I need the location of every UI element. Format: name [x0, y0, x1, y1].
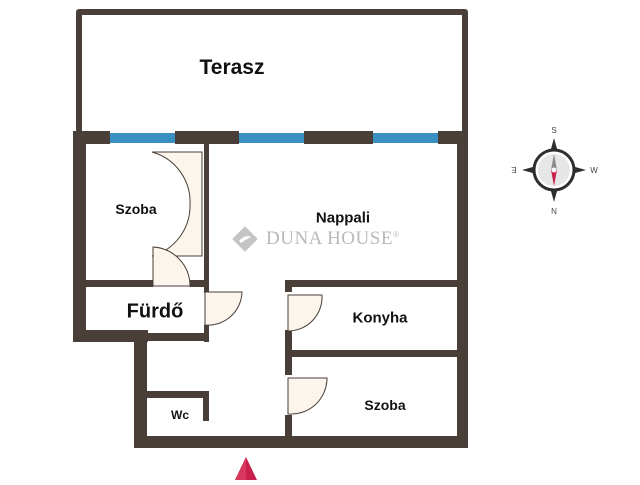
window — [239, 133, 304, 143]
compass-label-top: S — [551, 126, 556, 135]
room-label-szoba-left: Szoba — [115, 201, 157, 217]
compass-label-left: E — [511, 165, 516, 174]
door-szoba-right — [287, 377, 328, 415]
entrance-arrow-icon — [235, 457, 257, 480]
watermark: DUNA HOUSE ® — [230, 224, 399, 254]
watermark-text: DUNA HOUSE — [266, 228, 393, 249]
room-label-furdo: Fürdő — [126, 300, 184, 323]
entrance-arrow — [234, 456, 258, 485]
room-label-terasz: Terasz — [199, 56, 265, 79]
window — [110, 133, 175, 143]
doors — [151, 151, 328, 415]
room-label-konyha: Konyha — [352, 309, 408, 327]
room-label-nappali: Nappali — [315, 209, 371, 227]
windows — [110, 133, 438, 143]
terrace-walls — [76, 9, 468, 135]
room-label-wc: Wc — [171, 408, 189, 422]
door-konyha — [287, 294, 323, 332]
registered-mark: ® — [392, 229, 399, 239]
door-furdo — [204, 291, 243, 326]
duna-house-logo-icon — [232, 226, 258, 252]
door-wardrobe — [151, 151, 203, 257]
outer-walls — [73, 131, 468, 448]
compass-label-right: W — [590, 166, 598, 175]
room-label-szoba-right: Szoba — [364, 397, 406, 413]
interior-walls — [86, 144, 460, 440]
compass: S N E W — [508, 124, 600, 216]
window — [373, 133, 438, 143]
compass-icon: S N E W — [511, 126, 598, 216]
compass-label-bottom: N — [551, 207, 557, 216]
door-szoba — [152, 246, 191, 287]
